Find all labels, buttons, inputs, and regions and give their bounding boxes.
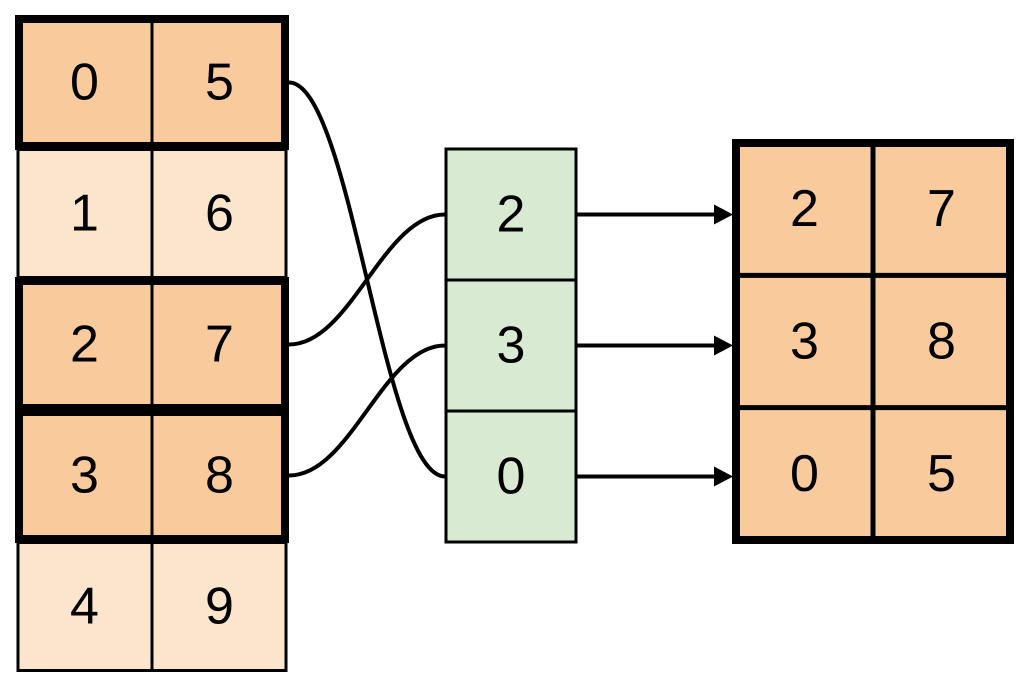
connector-curves <box>288 80 446 479</box>
connector-curve-row2-to-index0 <box>288 212 446 347</box>
result-table-cell: 7 <box>927 180 956 238</box>
source-table-cell: 7 <box>205 316 234 374</box>
arrowhead <box>714 466 733 487</box>
index-cell: 0 <box>497 448 526 506</box>
result-table-cell: 3 <box>790 313 819 371</box>
result-table-cell: 8 <box>927 313 956 371</box>
source-table-cell: 1 <box>70 185 99 243</box>
index-cell-background <box>444 278 578 413</box>
source-table-cell: 6 <box>205 185 234 243</box>
index-cell: 3 <box>497 317 526 375</box>
connector-curve-row3-to-index1 <box>288 343 446 478</box>
result-table-cell: 2 <box>790 180 819 238</box>
source-table-cell: 5 <box>205 54 234 112</box>
index-cell-background <box>444 409 578 544</box>
result-table-cell: 5 <box>927 445 956 503</box>
result-table: 2 7 3 8 0 5 <box>732 139 1014 544</box>
result-table-border <box>732 139 1014 544</box>
source-table-cell: 2 <box>70 316 99 374</box>
source-table-cell: 8 <box>205 447 234 505</box>
arrowhead <box>714 335 733 356</box>
index-cell-background <box>444 147 578 282</box>
index-column: 2 3 0 <box>444 147 578 544</box>
source-table-cell: 0 <box>70 54 99 112</box>
arrows <box>577 204 733 487</box>
source-table-cell: 3 <box>70 447 99 505</box>
arrowhead <box>714 204 733 225</box>
index-cell: 2 <box>497 186 526 244</box>
source-table-cell: 4 <box>70 578 99 636</box>
source-table-cell: 9 <box>205 578 234 636</box>
result-table-cell: 0 <box>790 445 819 503</box>
